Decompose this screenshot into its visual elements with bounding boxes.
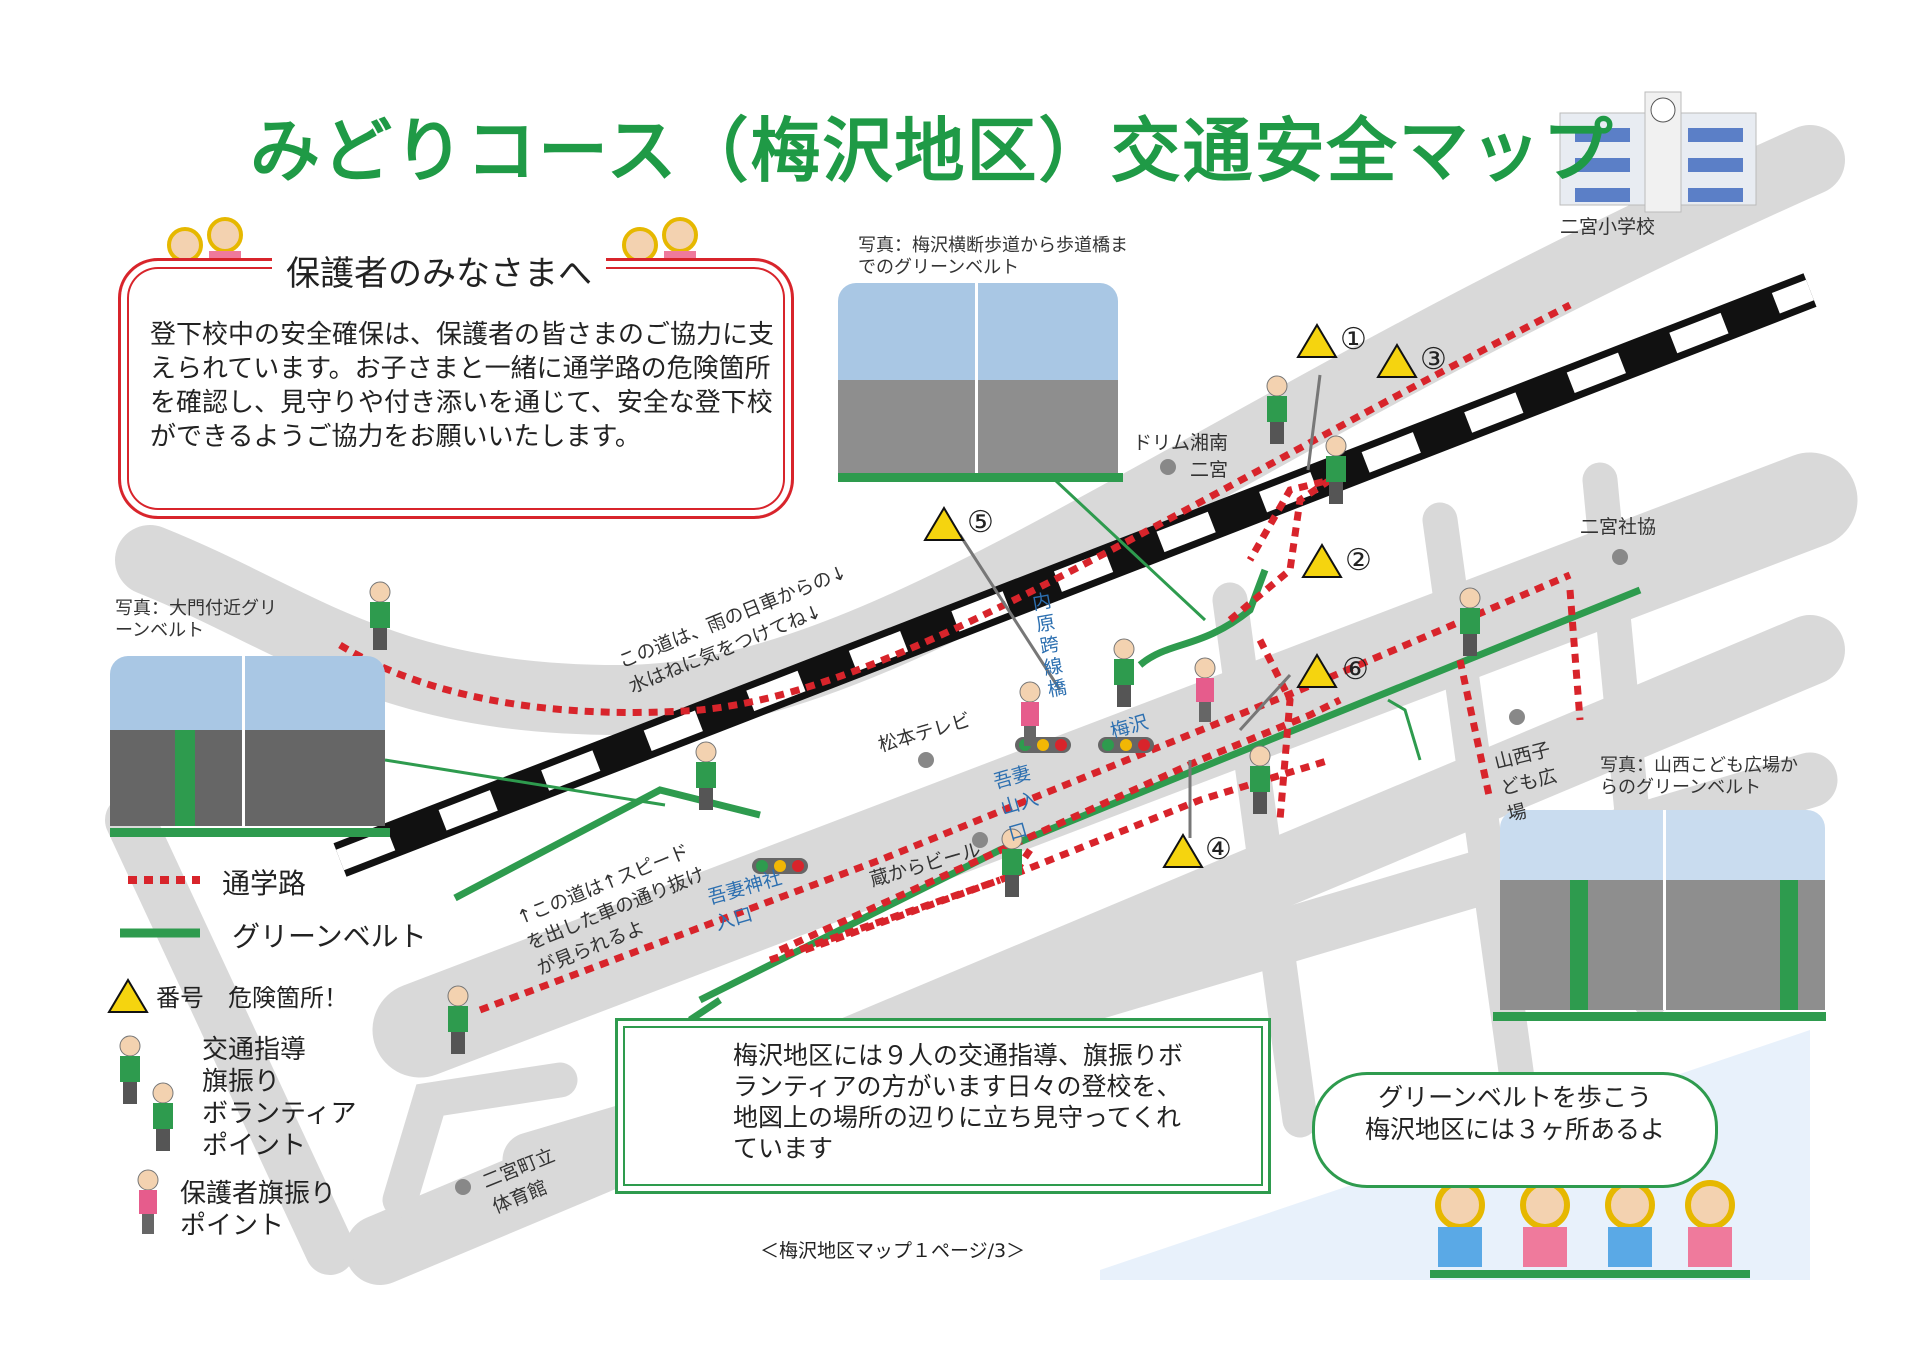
volunteer-box (615, 1018, 1271, 1194)
legend-route: 通学路 (222, 867, 307, 900)
shakyo-label: 二宮社協 (1580, 516, 1657, 538)
speech-bubble (1312, 1072, 1718, 1188)
hazard-3: ③ (1420, 342, 1447, 377)
legend-parent: 保護者旗振り ポイント (180, 1179, 337, 1241)
volunteer-text: 梅沢地区には９人の交通指導、旗振りボランティアの方がいます日々の登校を、地図上の… (733, 1041, 1184, 1163)
school-label: 二宮小学校 (1560, 216, 1656, 238)
photo-top (838, 283, 1123, 482)
hazard-5: ⑤ (967, 505, 994, 540)
photo-left-caption: 写真：大門付近グリーンベルト (115, 598, 277, 641)
photo-right-caption: 写真：山西こども広場からのグリーンベルト (1600, 755, 1798, 798)
legend-hazard: 番号 危険箇所！ (156, 984, 348, 1012)
photo-connectors (384, 478, 1422, 807)
legend-green: グリーンベルト (232, 920, 427, 953)
legend-guard: 交通指導 旗振り ボランティア ポイント (202, 1035, 357, 1161)
children-icon (167, 217, 1750, 1278)
school-routes (338, 301, 1584, 1014)
railway (333, 273, 1817, 877)
legend-symbols (120, 876, 200, 938)
photo-right (1493, 810, 1826, 1021)
page-title: みどりコース（梅沢地区）交通安全マップ (250, 110, 1615, 192)
notice-body: 登下校中の安全確保は、保護者の皆さまのご協力に支えられています。お子さまと一緒に… (150, 320, 775, 452)
hazard-pointers (958, 374, 1322, 838)
place-dots (455, 459, 1628, 1195)
hazard-1: ① (1340, 322, 1367, 357)
hazard-2: ② (1345, 543, 1372, 578)
hazard-4: ④ (1205, 832, 1232, 867)
photo-top-caption: 写真：梅沢横断歩道から歩道橋までのグリーンベルト (858, 235, 1128, 278)
hazard-6: ⑥ (1342, 652, 1369, 687)
school-building-icon (1559, 91, 1757, 213)
parent-flag-icon (137, 657, 1216, 1234)
notice-box (118, 258, 794, 519)
dorimu-label: ドリム湘南 二宮 (1132, 432, 1228, 481)
photo-left (110, 656, 390, 837)
warning-icon (107, 323, 1418, 1013)
page-footer: ＜梅沢地区マップ１ページ/3＞ (760, 1240, 1026, 1262)
notice-heading: 保護者のみなさまへ (272, 246, 606, 295)
bubble-text: グリーンベルトを歩こう 梅沢地区には３ヶ所あるよ (1364, 1083, 1665, 1144)
